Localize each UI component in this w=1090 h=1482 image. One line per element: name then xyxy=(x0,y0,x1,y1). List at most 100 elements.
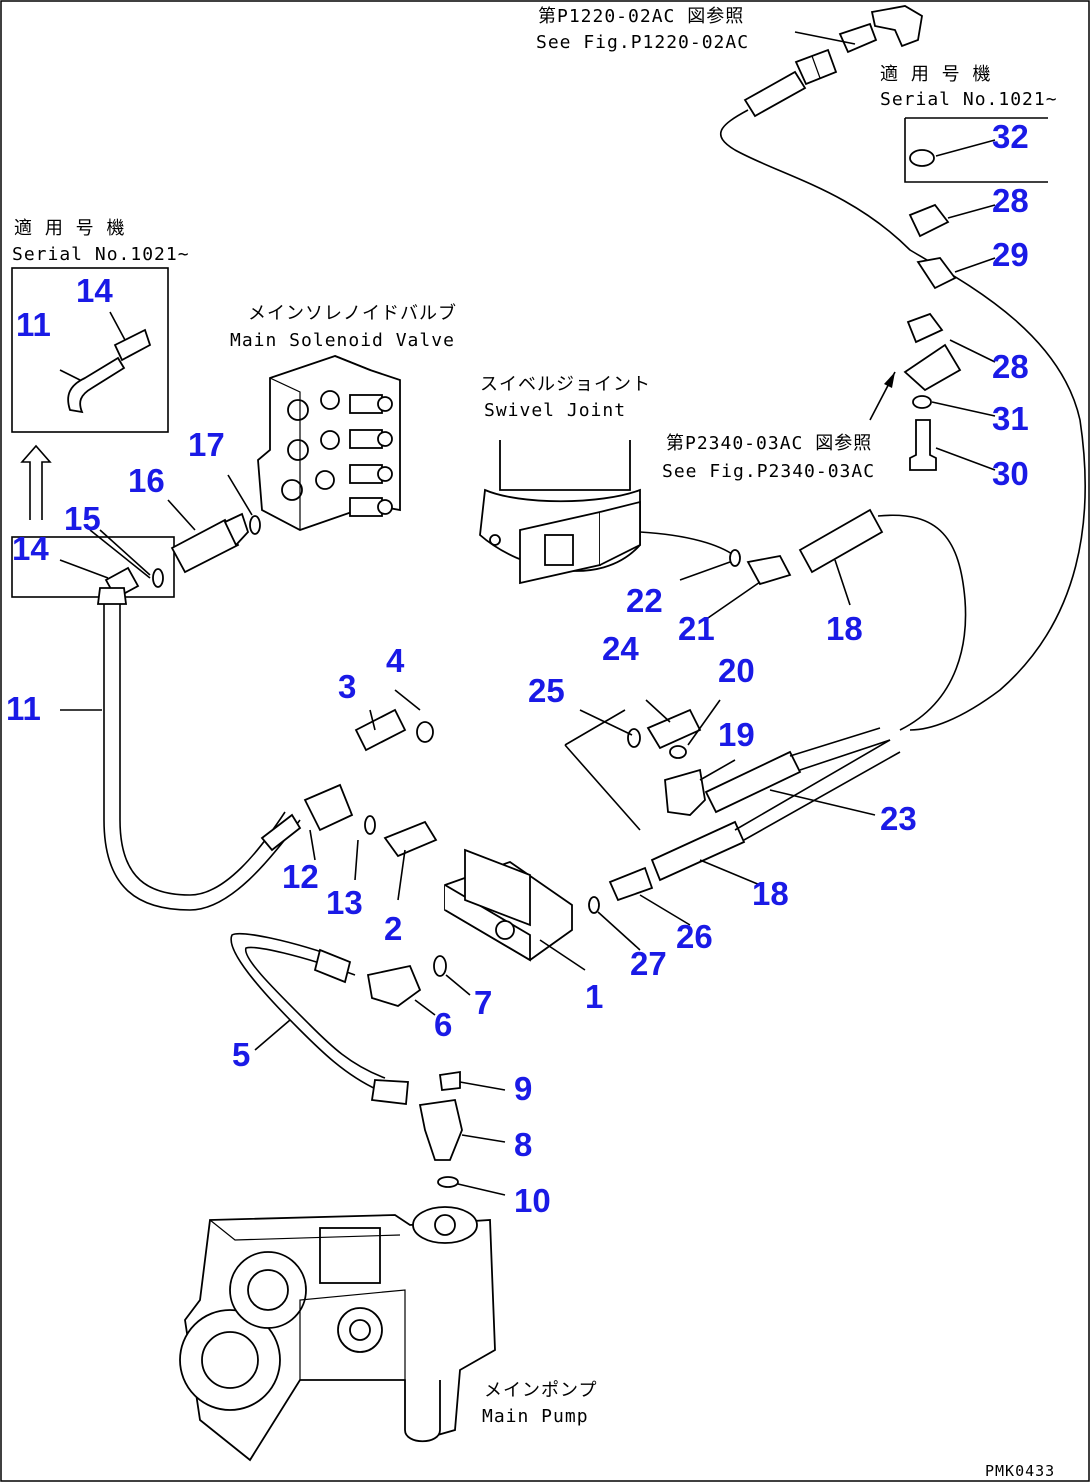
part-number-18a: 18 xyxy=(826,610,863,647)
part-10-oring xyxy=(437,1176,459,1188)
part-13-oring xyxy=(364,815,376,835)
part-number-17: 17 xyxy=(188,426,225,463)
caption-ref-p1220-en: See Fig.P1220-02AC xyxy=(536,32,749,53)
part-28-clamp-upper xyxy=(908,203,950,238)
part-number-25: 25 xyxy=(528,672,565,709)
caption-serial-left-jp: 適 用 号 機 xyxy=(14,218,126,239)
part-1-block xyxy=(444,848,573,962)
part-27-oring xyxy=(588,896,600,914)
part-number-14: 14 xyxy=(12,530,49,567)
part-22-oring xyxy=(729,549,741,567)
part-3-bolt xyxy=(354,708,407,752)
part-number-30: 30 xyxy=(992,455,1029,492)
part-number-9: 9 xyxy=(514,1070,532,1107)
hose-11 xyxy=(103,598,301,911)
part-number-11: 11 xyxy=(6,690,41,727)
part-20-oring xyxy=(669,745,687,759)
part-number-22: 22 xyxy=(626,582,663,619)
inset-hose-11 xyxy=(67,356,126,414)
main-solenoid-valve xyxy=(257,355,401,531)
part-number-29: 29 xyxy=(992,236,1029,273)
part-8-fitting xyxy=(418,1098,463,1161)
part-number-28a: 28 xyxy=(992,182,1029,219)
leader-top-ref xyxy=(794,31,856,45)
part-31-washer xyxy=(912,395,932,409)
part-number-3: 3 xyxy=(338,668,356,705)
part-28-clamp-lower xyxy=(906,312,944,344)
caption-ref-p1220-jp: 第P1220-02AC 図参照 xyxy=(538,6,744,27)
part-17-oring xyxy=(249,515,261,535)
part-number-28b: 28 xyxy=(992,348,1029,385)
part-16-adapter xyxy=(170,518,240,574)
inset-box-right xyxy=(904,117,1048,183)
part-9-plug xyxy=(438,1070,461,1091)
part-18-hose-lower xyxy=(650,820,746,882)
part-29-clamp xyxy=(916,257,957,290)
part-number-18b: 18 xyxy=(752,875,789,912)
part-number-24: 24 xyxy=(602,630,639,667)
part-24-fitting xyxy=(646,708,702,750)
hose-5 xyxy=(230,932,379,1091)
leader-32 xyxy=(935,139,996,157)
hose-23 xyxy=(789,727,891,771)
part-number-4: 4 xyxy=(386,642,405,679)
part-number-27: 27 xyxy=(630,945,667,982)
part-number-32: 32 xyxy=(992,118,1029,155)
part-number-7: 7 xyxy=(474,984,492,1021)
part-number-16: 16 xyxy=(128,462,165,499)
part-number-26: 26 xyxy=(676,918,713,955)
main-pump xyxy=(179,1206,496,1462)
part-number-21: 21 xyxy=(678,610,715,647)
caption-main-pump-jp: メインポンプ xyxy=(484,1380,597,1401)
caption-main-solenoid-jp: メインソレノイドバルブ xyxy=(248,302,457,324)
part-26-adapter xyxy=(608,866,654,902)
caption-ref-p2340-en: See Fig.P2340-03AC xyxy=(662,461,875,482)
part-number-1: 1 xyxy=(585,978,603,1015)
part-18-hose-upper xyxy=(798,508,884,574)
part-number-2: 2 xyxy=(384,910,402,947)
hose-11-end xyxy=(260,813,302,852)
part-32-grommet xyxy=(909,149,935,167)
part-number-23: 23 xyxy=(880,800,917,837)
caption-swivel-jp: スイベルジョイント xyxy=(480,374,651,395)
hose-long-right xyxy=(720,109,1086,731)
part-2-connector xyxy=(383,820,438,858)
part-23-hose-end xyxy=(704,750,802,814)
inset-fitting-14 xyxy=(113,328,152,362)
part-25-oring xyxy=(627,728,641,748)
part-15-oring xyxy=(152,568,164,588)
swivel-line xyxy=(639,531,736,557)
part-number-13: 13 xyxy=(326,884,363,921)
part-21-connector xyxy=(746,554,792,586)
caption-serial-right-jp: 適 用 号 機 xyxy=(880,64,992,85)
part-4-washer xyxy=(416,721,434,743)
caption-serial-right-en: Serial No.1021~ xyxy=(880,89,1058,110)
part-number-19: 19 xyxy=(718,716,755,753)
part-number-5: 5 xyxy=(232,1036,250,1073)
part-number-8: 8 xyxy=(514,1126,532,1163)
part-number-20: 20 xyxy=(718,652,755,689)
swivel-joint xyxy=(479,440,641,585)
inset-box-left xyxy=(11,267,169,433)
part-number-15: 15 xyxy=(64,500,101,537)
hose-18-upper xyxy=(877,514,967,731)
part-number-31: 31 xyxy=(992,400,1029,437)
part-19-elbow xyxy=(664,768,706,816)
part-6-elbow xyxy=(366,964,422,1007)
inset-box-left-lower xyxy=(11,536,175,598)
part-number-11-inset: 11 xyxy=(16,306,51,343)
caption-swivel-en: Swivel Joint xyxy=(484,400,626,421)
caption-ref-p2340-jp: 第P2340-03AC 図参照 xyxy=(666,433,872,454)
up-arrow xyxy=(20,444,52,520)
part-number-10: 10 xyxy=(514,1182,551,1219)
top-hose-end xyxy=(743,70,807,118)
top-elbow-fitting xyxy=(794,5,923,86)
part-number-6: 6 xyxy=(434,1006,452,1043)
part-7-oring xyxy=(433,955,447,977)
caption-main-pump-en: Main Pump xyxy=(482,1406,589,1427)
caption-serial-left-en: Serial No.1021~ xyxy=(12,244,190,265)
drawing-code: PMK0433 xyxy=(985,1462,1055,1480)
part-number-14-inset: 14 xyxy=(76,272,113,309)
part-12-elbow xyxy=(303,783,354,832)
